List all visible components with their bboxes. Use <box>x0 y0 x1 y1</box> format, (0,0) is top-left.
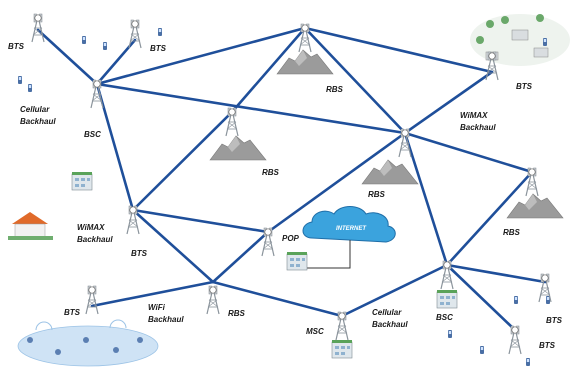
tower-rbs-top <box>298 23 312 53</box>
mountain-rbs-right <box>506 193 564 219</box>
label-wifi-backhaul-2: Backhaul <box>148 315 184 324</box>
label-cellular-backhaul-bottom-2: Backhaul <box>372 320 408 329</box>
label-bts-top-left: BTS <box>8 42 25 51</box>
link-rbs-center-rbs-right <box>403 131 534 174</box>
link-bts-left-mid-rbs-bottom <box>131 208 215 284</box>
internet-label: INTERNET <box>336 226 367 232</box>
label-bsc-right: BSC <box>436 313 453 322</box>
label-bts-bottom-right-2: BTS <box>539 341 556 350</box>
phone-icon-1 <box>18 76 22 84</box>
tower-bts-top-left <box>31 13 45 43</box>
internet-cloud: INTERNET <box>302 206 396 243</box>
label-wimax-backhaul-right-2: Backhaul <box>460 123 496 132</box>
link-rbs-center-pop <box>266 131 407 234</box>
tower-bsc-right <box>440 260 454 290</box>
link-bsc-rbs-center <box>95 82 407 135</box>
label-bsc-left: BSC <box>84 130 101 139</box>
tower-bts-bottom-left <box>85 285 99 315</box>
label-bts-top-mid: BTS <box>150 44 167 53</box>
link-bsc-rbs-top <box>95 26 307 86</box>
link-rbs-right-bsc-right <box>445 170 534 267</box>
mountain-rbs-center <box>361 159 419 185</box>
link-rbs-center-bsc-right <box>403 131 449 267</box>
label-bts-bottom-left: BTS <box>64 308 81 317</box>
house-icon <box>8 212 53 240</box>
label-wimax-backhaul-left-2: Backhaul <box>77 235 113 244</box>
pop-building-icon <box>286 251 308 271</box>
phone-icon-10 <box>480 346 484 354</box>
phone-icon-4 <box>103 42 107 50</box>
label-wimax-backhaul-left-1: WiMAX <box>77 223 105 232</box>
link-bts-top-right-rbs-center <box>403 70 494 135</box>
link-bsc-right-bts-bottom-right-2 <box>445 263 517 332</box>
tower-bts-left-mid <box>126 205 140 235</box>
label-rbs-top: RBS <box>326 85 344 94</box>
pop-internet-cable <box>297 240 351 269</box>
label-rbs-right: RBS <box>503 228 521 237</box>
link-rbs-bottom-bts-bottom-left <box>90 280 215 308</box>
label-wimax-backhaul-right-1: WiMAX <box>460 111 488 120</box>
tower-rbs-bottom <box>206 285 220 315</box>
label-rbs-center: RBS <box>368 190 386 199</box>
link-rbs-top-bts-top-right <box>303 26 494 74</box>
label-pop: POP <box>282 234 300 243</box>
label-rbs-mid-left: RBS <box>262 168 280 177</box>
link-rbs-top-rbs-mid-left <box>230 26 307 114</box>
label-cellular-backhaul-bottom-1: Cellular <box>372 308 402 317</box>
mountain-rbs-mid-left <box>209 135 267 161</box>
tower-bts-bottom-right-2 <box>508 325 522 355</box>
phone-icon-11 <box>526 358 530 366</box>
links <box>36 26 547 332</box>
link-bsc-bts-top-left <box>36 28 99 86</box>
link-msc-bsc-right <box>340 263 449 318</box>
link-bsc-right-bts-bottom-right-1 <box>445 263 547 284</box>
link-bts-left-mid-pop <box>131 208 270 234</box>
mountain-rbs-top <box>276 49 334 75</box>
office-building-left-icon <box>71 171 93 191</box>
link-pop-rbs-bottom <box>211 230 270 284</box>
bsc-right-building-icon <box>436 289 458 309</box>
label-bts-left-mid: BTS <box>131 249 148 258</box>
label-bts-bottom-right-1: BTS <box>546 316 563 325</box>
phone-icon-2 <box>28 84 32 92</box>
tower-rbs-right <box>525 167 539 197</box>
link-rbs-bottom-msc <box>211 280 344 318</box>
tower-rbs-mid-left <box>225 107 239 137</box>
label-rbs-bottom: RBS <box>228 309 246 318</box>
label-wifi-backhaul-1: WiFi <box>148 303 166 312</box>
label-msc: MSC <box>306 327 324 336</box>
label-cellular-backhaul-left-2: Backhaul <box>20 117 56 126</box>
link-bsc-bts-left-mid <box>95 82 135 212</box>
label-cellular-backhaul-left-1: Cellular <box>20 105 50 114</box>
wifi-hotspot-area-icon <box>17 319 159 367</box>
phone-icon-9 <box>448 330 452 338</box>
phone-icon-6 <box>543 38 547 46</box>
tower-pop <box>261 227 275 257</box>
suburb-scene-icon <box>470 14 570 66</box>
phone-icon-5 <box>158 28 162 36</box>
link-rbs-top-rbs-center <box>303 26 407 135</box>
label-bts-top-right: BTS <box>516 82 533 91</box>
link-rbs-mid-left-bts-left-mid <box>131 110 234 212</box>
tower-msc <box>335 311 349 341</box>
msc-building-icon <box>331 339 353 359</box>
phone-icon-8 <box>514 296 518 304</box>
phone-icon-3 <box>82 36 86 44</box>
